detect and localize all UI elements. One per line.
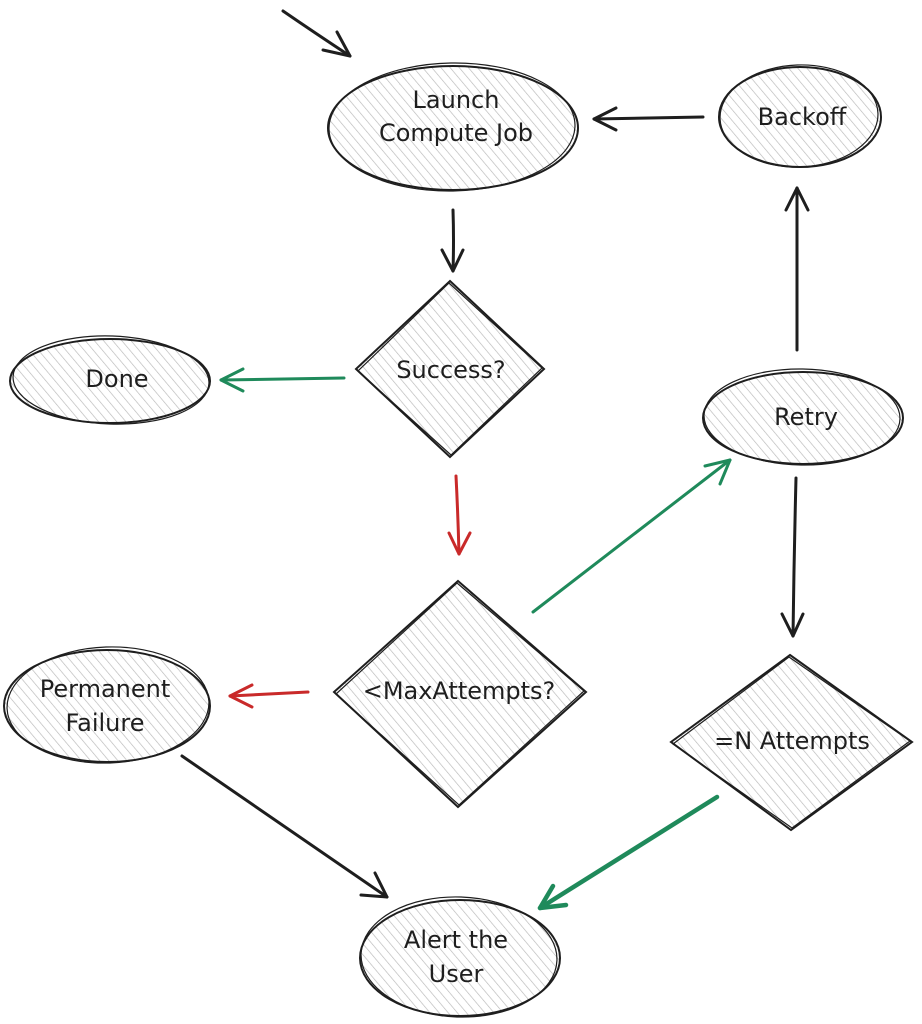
node-success[interactable]: Success?: [354, 279, 546, 459]
node-n-attempts[interactable]: =N Attempts: [669, 653, 914, 832]
node-label: Failure: [66, 709, 145, 737]
node-label: <MaxAttempts?: [363, 677, 556, 705]
node-permanent-failure[interactable]: Permanent Failure: [3, 644, 211, 767]
edge-launch-to-success: [440, 208, 465, 273]
edge-permanent-failure-to-alert-user: [180, 754, 389, 899]
node-label: Done: [85, 365, 148, 393]
node-label: Success?: [396, 356, 505, 384]
edge-success-to-max-attempts: [447, 474, 472, 556]
node-label: Alert the: [404, 926, 508, 954]
node-label: Launch: [413, 86, 500, 114]
edge-max-attempts-to-permanent-failure: [228, 683, 310, 709]
node-retry[interactable]: Retry: [702, 367, 904, 466]
edge-retry-to-n-attempts: [780, 476, 805, 638]
node-launch-compute-job[interactable]: Launch Compute Job: [327, 61, 579, 193]
node-done[interactable]: Done: [9, 333, 211, 428]
edge-max-attempts-to-retry: [531, 458, 732, 614]
edge-n-attempts-to-alert-user: [537, 794, 720, 911]
node-label: Backoff: [758, 103, 847, 131]
node-alert-user[interactable]: Alert the User: [359, 894, 561, 1021]
edge-entry-to-launch: [281, 9, 352, 58]
node-label: Compute Job: [379, 119, 533, 147]
edge-backoff-to-launch: [592, 106, 705, 132]
node-max-attempts[interactable]: <MaxAttempts?: [332, 579, 588, 809]
node-backoff[interactable]: Backoff: [718, 62, 882, 169]
node-label: =N Attempts: [714, 727, 870, 755]
node-label: User: [429, 960, 484, 988]
edge-success-to-done: [219, 367, 346, 393]
edge-retry-to-backoff: [784, 186, 810, 352]
node-label: Retry: [774, 403, 838, 431]
node-label: Permanent: [40, 675, 171, 703]
